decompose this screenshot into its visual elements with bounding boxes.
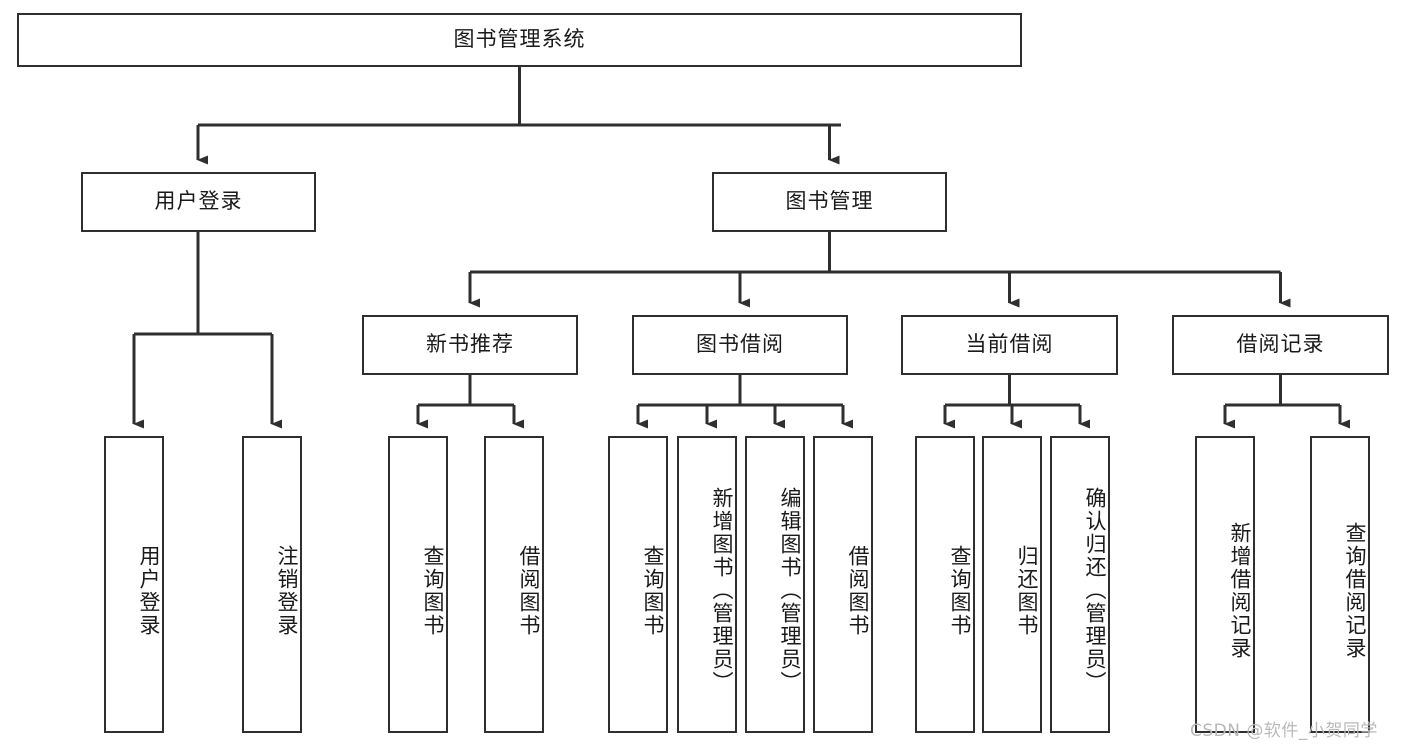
leaf-node[interactable]: 查询图书 [608,436,668,733]
leaf-label: 归还图书 [1015,544,1039,637]
node-current-borrow[interactable]: 当前借阅 [901,315,1118,375]
leaf-label: 查询图书 [641,544,665,637]
leaf-node[interactable]: 注销登录 [242,436,302,733]
node-borrow-record[interactable]: 借阅记录 [1172,315,1389,375]
leaf-label: 借阅图书 [846,544,870,637]
leaf-node[interactable]: 归还图书 [982,436,1042,733]
leaf-node[interactable]: 借阅图书 [484,436,544,733]
leaf-label: 查询图书 [421,544,445,637]
leaf-label: 注销登录 [275,544,299,637]
leaf-node[interactable]: 查询图书 [915,436,975,733]
leaf-label: 借阅图书 [517,544,541,637]
leaf-node[interactable]: 查询借阅记录 [1310,436,1370,733]
leaf-label: 查询借阅记录 [1343,521,1367,660]
leaf-node[interactable]: 编辑图书（管理员） [745,436,805,733]
leaf-node[interactable]: 查询图书 [388,436,448,733]
node-user-login[interactable]: 用户登录 [81,172,316,232]
node-new-book-recommend[interactable]: 新书推荐 [362,315,578,375]
leaf-node[interactable]: 新增借阅记录 [1195,436,1255,733]
node-book-management[interactable]: 图书管理 [712,172,947,232]
leaf-label: 查询图书 [948,544,972,637]
node-book-borrow[interactable]: 图书借阅 [632,315,848,375]
leaf-node[interactable]: 用户登录 [104,436,164,733]
leaf-node[interactable]: 借阅图书 [813,436,873,733]
csdn-watermark: CSDN @软件_小贺同学 [1190,721,1378,741]
leaf-label: 确认归还（管理员） [1083,487,1107,694]
leaf-label: 用户登录 [137,544,161,637]
leaf-label: 新增借阅记录 [1228,521,1252,660]
leaf-node[interactable]: 新增图书（管理员） [677,436,737,733]
node-root-system[interactable]: 图书管理系统 [17,13,1022,67]
leaf-label: 编辑图书（管理员） [778,487,802,694]
leaf-node[interactable]: 确认归还（管理员） [1050,436,1110,733]
leaf-label: 新增图书（管理员） [710,487,734,694]
